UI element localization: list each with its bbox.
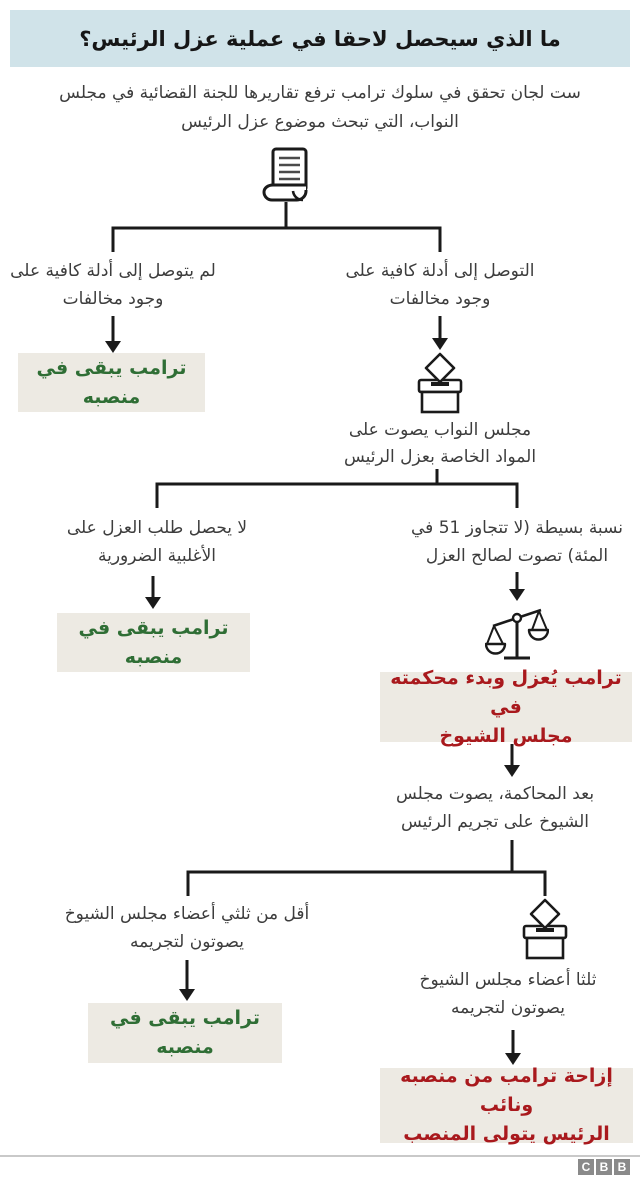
document-icon [262, 147, 308, 202]
stage3-yes-condition: ثلثا أعضاء مجلس الشيوخ يصوتون لتجريمه [419, 970, 597, 1018]
stage2-no-condition: لا يحصل طلب العزل على الأغلبية الضرورية [66, 518, 248, 566]
connector-level-3 [186, 840, 547, 896]
scales-icon [485, 608, 549, 660]
arrow-head-s3-left [179, 989, 195, 1001]
stage3-no-condition: أقل من ثلثي أعضاء مجلس الشيوخ يصوتون لتج… [64, 904, 310, 952]
bbc-logo-block: B [614, 1159, 630, 1175]
header-band: ما الذي سيحصل لاحقا في عملية عزل الرئيس؟ [10, 10, 630, 67]
senate-trial-caption: بعد المحاكمة، يصوت مجلس الشيوخ على تجريم… [395, 784, 595, 832]
stage1-outcome-stays: ترامب يبقى في منصبه [18, 353, 205, 412]
stage1-no-condition: لم يتوصل إلى أدلة كافية على وجود مخالفات [10, 261, 216, 309]
connector-level-2 [155, 469, 519, 508]
arrow-head-s1-right [432, 338, 448, 350]
house-vote-caption: مجلس النواب يصوت على المواد الخاصة بعزل … [343, 420, 537, 467]
ballot-box-icon [417, 352, 463, 414]
outcome-label: ترامب يبقى في منصبه [78, 616, 229, 668]
arrow-head-trial [504, 765, 520, 777]
arrow-head-s2-left [145, 597, 161, 609]
outcome-label: ترامب يبقى في منصبه [36, 356, 187, 408]
bbc-logo-block: C [578, 1159, 594, 1175]
stage3-outcome-stays: ترامب يبقى في منصبه [88, 1003, 282, 1063]
stage2-outcome-impeached: ترامب يُعزل وبدء محكمته في مجلس الشيوخ [380, 667, 632, 747]
page-title: ما الذي سيحصل لاحقا في عملية عزل الرئيس؟ [79, 26, 561, 51]
intro-text: ست لجان تحقق في سلوك ترامب ترفع تقاريرها… [59, 83, 581, 132]
stage2-yes-condition: نسبة بسيطة (لا تتجاوز 51 في المئة) تصوت … [411, 518, 623, 566]
footer-divider [0, 1155, 640, 1157]
outcome-label: ترامب يبقى في منصبه [109, 1007, 261, 1058]
connector-level-1 [111, 202, 442, 252]
stage3-outcome-removed: إزاحة ترامب من منصبه ونائب الرئيس يتولى … [380, 1065, 633, 1145]
stage2-outcome-stays: ترامب يبقى في منصبه [57, 613, 250, 672]
bbc-logo-block: B [596, 1159, 612, 1175]
stage1-yes-condition: التوصل إلى أدلة كافية على وجود مخالفات [345, 261, 535, 309]
bbc-logo: B B C [578, 1159, 630, 1175]
ballot-box-icon [522, 898, 568, 960]
arrow-head-s1-left [105, 341, 121, 353]
